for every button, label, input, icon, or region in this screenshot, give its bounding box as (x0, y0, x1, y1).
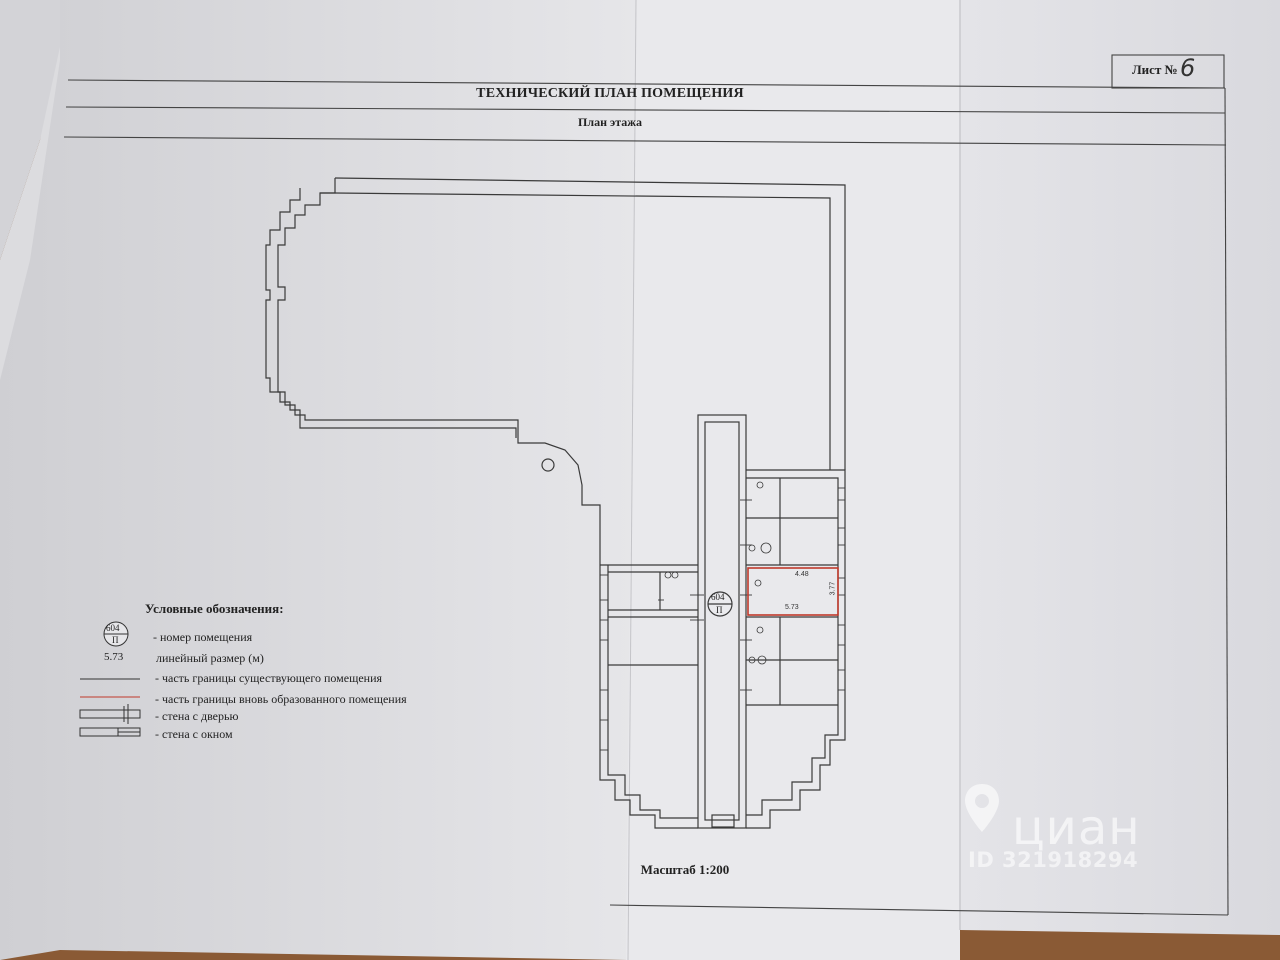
room-letter: П (716, 605, 723, 615)
legend-item: - часть границы вновь образованного поме… (155, 692, 407, 706)
right-page (626, 0, 960, 960)
floor-plan (265, 177, 846, 829)
new-room-boundary (747, 567, 839, 616)
folded-flap (960, 0, 1280, 935)
watermark-logo: циан (1012, 800, 1141, 856)
room-dimension-side: 3.77 (829, 581, 837, 596)
legend-item: - стена с дверью (155, 709, 239, 723)
sheet-number: 6 (1180, 54, 1196, 82)
room-number: 604 (711, 592, 725, 602)
legend-room-number: 604 (106, 623, 120, 633)
scale-label: Масштаб 1:200 (640, 862, 730, 877)
location-pin-icon (965, 784, 999, 832)
legend-size-sample: 5.73 (104, 651, 124, 663)
room-dimension-width: 4.48 (795, 571, 809, 578)
page-title: ТЕХНИЧЕСКИЙ ПЛАН ПОМЕЩЕНИЯ (476, 86, 744, 101)
page-subtitle: План этажа (578, 115, 642, 129)
document-frame (63, 54, 1229, 916)
legend-symbols (79, 621, 141, 737)
legend-item: линейный размер (м) (156, 651, 264, 665)
watermark-id: ID 321918294 (968, 848, 1139, 872)
legend-item: - номер помещения (153, 630, 253, 644)
legend-item: - стена с окном (155, 727, 233, 741)
legend-title: Условные обозначения: (145, 601, 284, 616)
sheet-label: Лист № (1132, 62, 1178, 77)
legend-item: - часть границы существующего помещения (155, 671, 383, 685)
left-page (0, 0, 640, 960)
legend-room-letter: П (112, 635, 119, 645)
room-dimension-length: 5.73 (785, 604, 799, 611)
